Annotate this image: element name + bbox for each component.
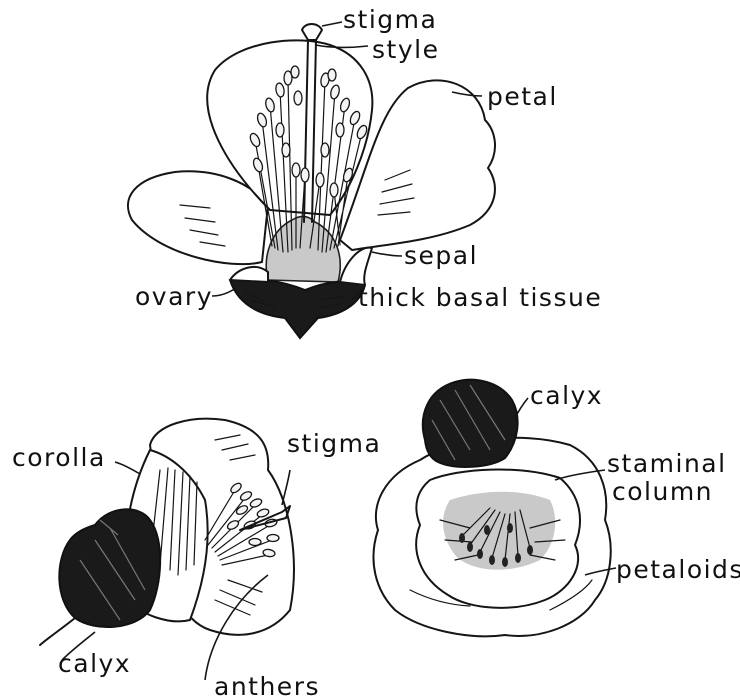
label-calyx-front: calyx [530, 381, 603, 410]
label-style: style [372, 35, 439, 64]
label-corolla: corolla [12, 443, 106, 472]
sepal-right [340, 248, 372, 285]
front-flower: calyx staminal column petaloids [373, 380, 740, 637]
label-stigma-top: stigma [343, 5, 437, 34]
top-flower: stigma style petal sepal ovary thick bas… [128, 5, 602, 338]
front-calyx [423, 380, 518, 467]
label-calyx-side: calyx [58, 649, 131, 678]
sepal-left [230, 267, 268, 282]
label-petal: petal [487, 82, 558, 111]
label-stigma-side: stigma [287, 429, 381, 458]
label-anthers: anthers [214, 672, 320, 698]
label-column: column [612, 477, 713, 506]
stigma-tip [302, 24, 322, 40]
label-petaloids: petaloids [616, 555, 740, 584]
label-sepal: sepal [404, 241, 478, 270]
label-staminal: staminal [607, 449, 727, 478]
side-flower: corolla stigma calyx anthers [12, 419, 381, 698]
label-thick-basal-tissue: thick basal tissue [358, 283, 602, 312]
side-calyx [59, 509, 160, 627]
basal-tissue [230, 278, 365, 338]
label-ovary: ovary [135, 282, 213, 311]
